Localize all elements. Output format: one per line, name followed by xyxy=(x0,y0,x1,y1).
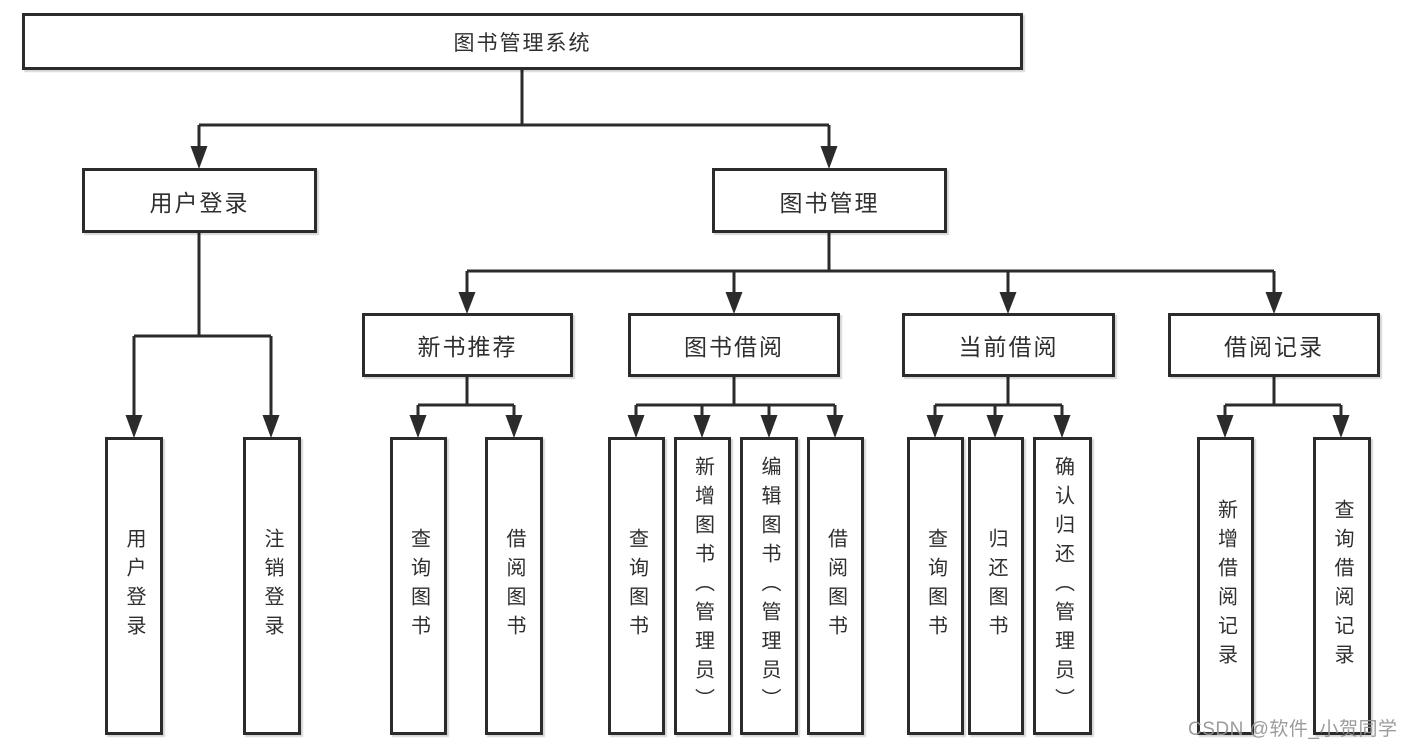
node-leaf-confirm-return-admin: 确认归还（管理员） xyxy=(1033,437,1092,735)
node-label: 查询图书 xyxy=(407,528,430,644)
node-label: 查询图书 xyxy=(924,528,947,644)
node-label: 查询借阅记录 xyxy=(1331,499,1353,673)
node-leaf-add-borrow-record: 新增借阅记录 xyxy=(1197,437,1254,735)
node-leaf-query-books-1: 查询图书 xyxy=(390,437,447,735)
node-label: 新增借阅记录 xyxy=(1214,499,1237,673)
node-label: 用户登录 xyxy=(123,528,145,644)
node-label: 注销登录 xyxy=(261,528,283,644)
node-leaf-return-books: 归还图书 xyxy=(968,437,1024,735)
node-leaf-borrow-books-2: 借阅图书 xyxy=(807,437,864,735)
node-leaf-query-books-3: 查询图书 xyxy=(907,437,964,735)
node-label: 新增图书（管理员） xyxy=(691,455,714,717)
node-leaf-query-books-2: 查询图书 xyxy=(608,437,665,735)
node-label: 归还图书 xyxy=(985,528,1007,644)
node-leaf-logout: 注销登录 xyxy=(243,437,301,735)
node-label: 借阅图书 xyxy=(503,528,525,644)
node-book-borrowing: 图书借阅 xyxy=(628,313,840,377)
node-label: 借阅图书 xyxy=(824,528,847,644)
node-label: 用户登录 xyxy=(149,189,250,216)
node-label: 查询图书 xyxy=(625,528,648,644)
node-label: 图书借阅 xyxy=(684,334,784,360)
node-label: 新书推荐 xyxy=(417,334,518,360)
node-library-management-system: 图书管理系统 xyxy=(22,13,1023,70)
node-label: 编辑图书（管理员） xyxy=(758,455,780,717)
arrowheads xyxy=(125,146,1350,438)
csdn-watermark: CSDN @软件_小贺同学 xyxy=(1188,719,1398,740)
node-borrowing-records: 借阅记录 xyxy=(1168,313,1380,377)
node-label: 当前借阅 xyxy=(958,334,1059,360)
node-leaf-edit-book-admin: 编辑图书（管理员） xyxy=(740,437,798,735)
node-current-borrowing: 当前借阅 xyxy=(902,313,1115,377)
node-leaf-query-borrow-record: 查询借阅记录 xyxy=(1313,437,1371,735)
node-book-management: 图书管理 xyxy=(712,168,947,233)
node-user-login-branch: 用户登录 xyxy=(82,168,317,233)
node-label: 图书管理 xyxy=(779,189,880,216)
node-new-book-recommendation: 新书推荐 xyxy=(362,313,573,377)
node-leaf-user-login: 用户登录 xyxy=(105,437,163,735)
node-label: 图书管理系统 xyxy=(453,31,592,55)
node-label: 借阅记录 xyxy=(1224,334,1324,360)
node-leaf-add-book-admin: 新增图书（管理员） xyxy=(674,437,731,735)
node-label: 确认归还（管理员） xyxy=(1051,455,1074,717)
node-leaf-borrow-books-1: 借阅图书 xyxy=(485,437,543,735)
